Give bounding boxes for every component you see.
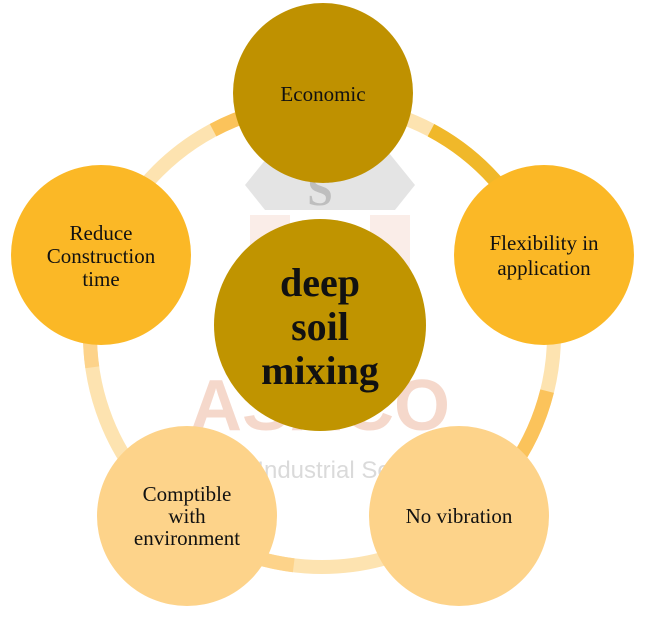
node-economic-circle	[233, 3, 413, 183]
center-node-line-3: mixing	[261, 348, 379, 393]
node-flexibility: Flexibility in application	[454, 165, 634, 345]
node-environment-circle	[97, 426, 277, 606]
node-no-vibration-label: No vibration	[406, 504, 513, 528]
node-environment-label-line-2: with	[168, 504, 206, 528]
node-economic: Economic	[233, 3, 413, 183]
node-reduce-construction-time-circle	[11, 165, 191, 345]
center-node-circle	[214, 219, 426, 431]
center-node: deep soil mixing	[214, 219, 426, 431]
node-environment: Comptible with environment	[97, 426, 277, 606]
center-node-line-1: deep	[280, 260, 360, 305]
node-reduce-construction-time-line-1: Reduce	[70, 221, 133, 245]
node-reduce-construction-time-line-2: Construction	[47, 244, 156, 268]
node-no-vibration: No vibration	[369, 426, 549, 606]
center-node-line-2: soil	[291, 304, 349, 349]
node-flexibility-label-line-2: application	[497, 256, 591, 280]
node-flexibility-circle	[454, 165, 634, 345]
node-environment-label-line-1: Comptible	[143, 482, 232, 506]
node-reduce-construction-time-line-3: time	[82, 267, 119, 291]
node-environment-label-line-3: environment	[134, 526, 240, 550]
node-no-vibration-circle	[369, 426, 549, 606]
node-flexibility-label-line-1: Flexibility in	[489, 231, 599, 255]
node-reduce-construction-time: Reduce Construction time	[11, 165, 191, 345]
node-economic-label: Economic	[280, 82, 365, 106]
